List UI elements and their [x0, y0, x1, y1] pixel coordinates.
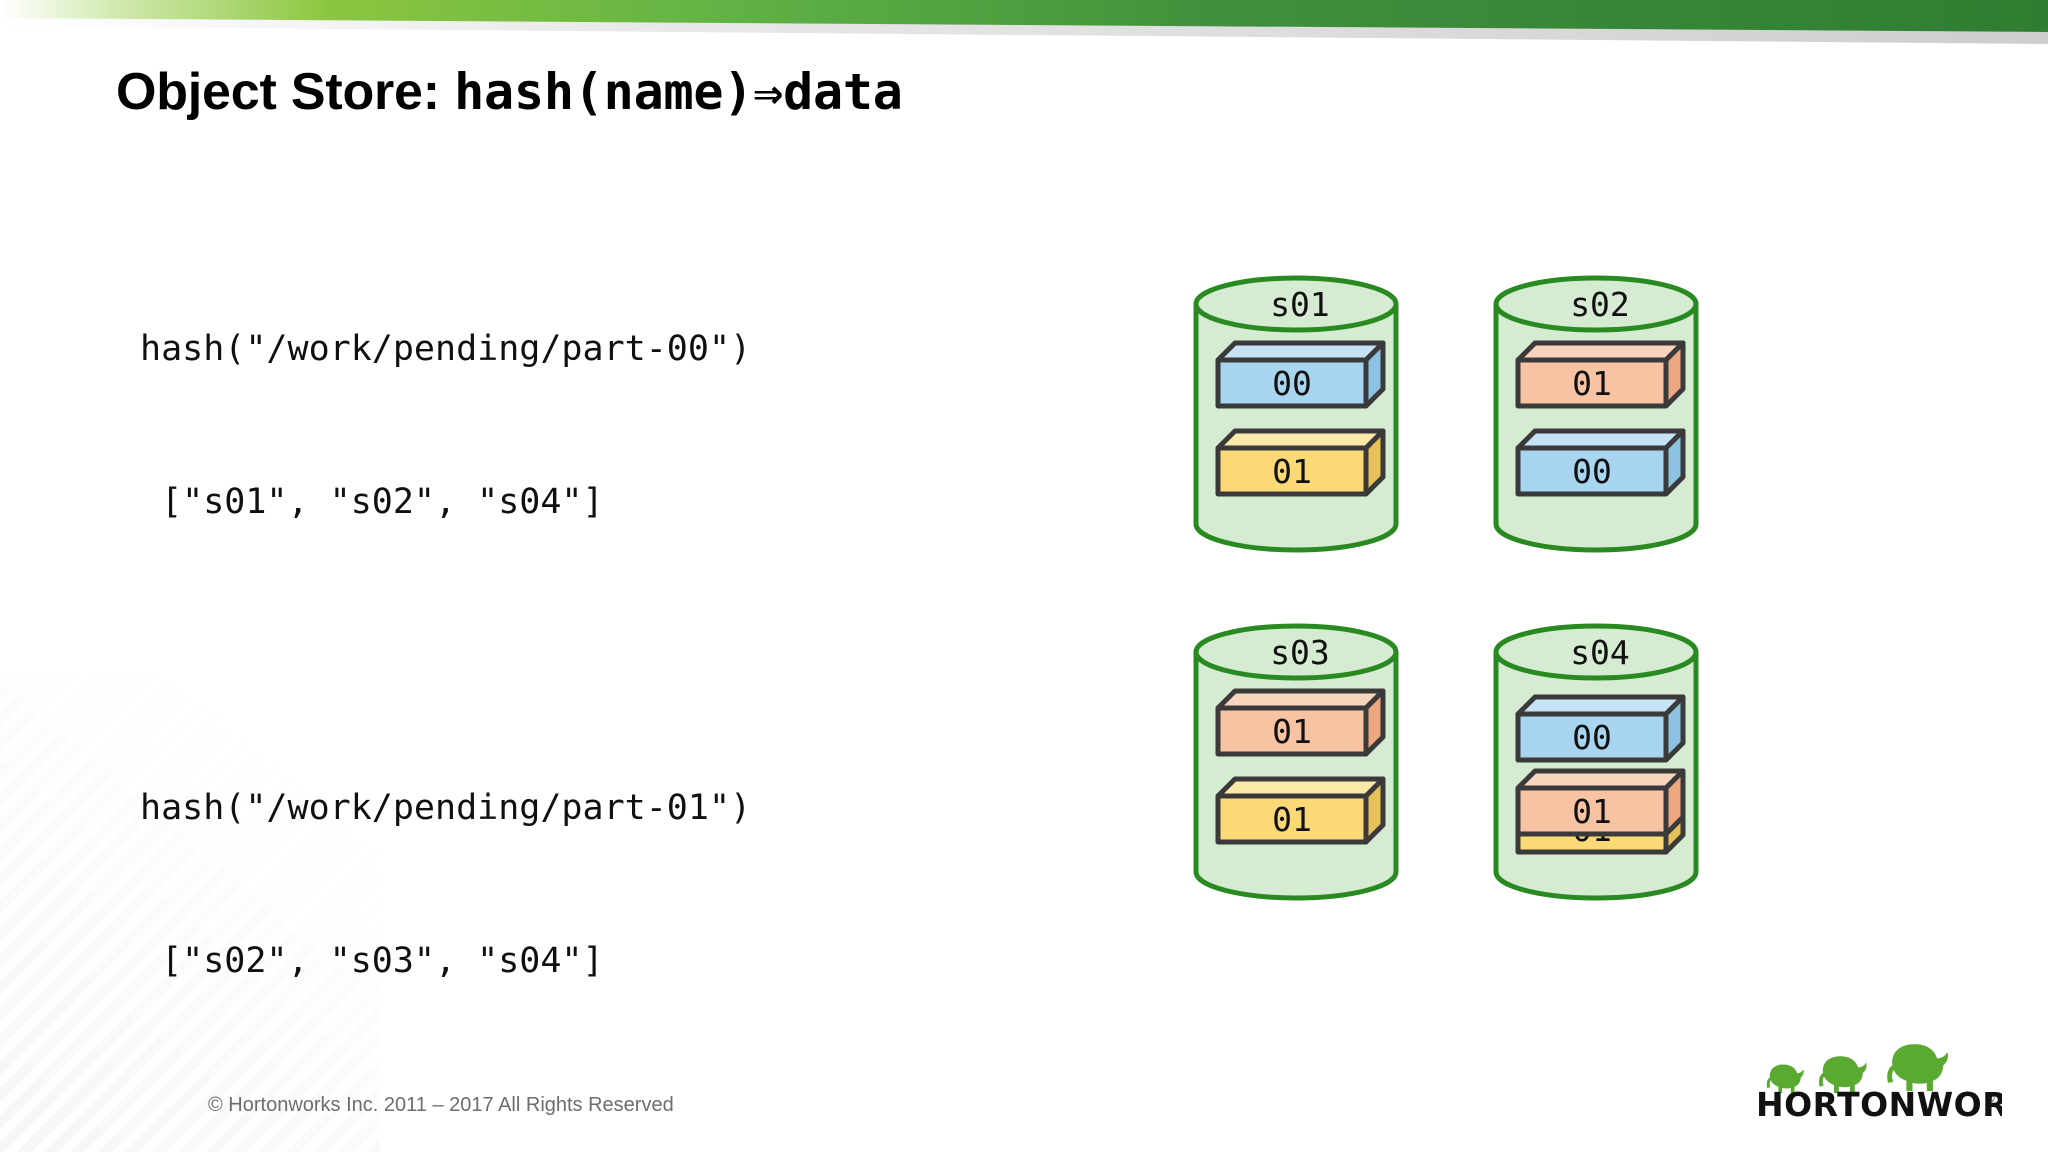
data-block: 00: [1215, 340, 1386, 409]
data-block-label: 01: [1572, 364, 1612, 403]
code-line: hash("/work/pending/part-00"): [140, 329, 752, 369]
code-line: ["s02", "s03", "s04"]: [140, 941, 604, 981]
data-block: 01: [1215, 776, 1386, 845]
page-title: Object Store: hash(name)⇒data: [116, 62, 903, 122]
code-listing: hash("/work/pending/part-00") ["s01", "s…: [140, 222, 793, 1152]
data-block: 01: [1515, 768, 1686, 837]
data-block: 01: [1215, 688, 1386, 757]
page-title-prefix: Object Store:: [116, 63, 455, 121]
storage-node-label: s02: [1570, 285, 1630, 324]
data-block: 01: [1215, 428, 1386, 497]
cylinder-top: [1493, 275, 1699, 333]
cylinder-top: [1193, 275, 1399, 333]
code-line: hash("/work/pending/part-01"): [140, 788, 752, 828]
cylinder-top: [1493, 623, 1699, 681]
storage-node-s01: s01 01 00: [1180, 272, 1439, 560]
page-title-code: hash(name)⇒data: [454, 63, 903, 121]
storage-node-s04: s04010100: [1480, 620, 1739, 908]
data-block: 00: [1515, 428, 1686, 497]
data-block-label: 01: [1272, 712, 1312, 751]
data-block: 01: [1515, 340, 1686, 409]
logo-trademark: ®: [1985, 1092, 1996, 1105]
data-block-label: 01: [1272, 452, 1312, 491]
hortonworks-logo: HORTONWORKS ®: [1752, 1036, 2002, 1122]
data-block-label: 01: [1272, 800, 1312, 839]
logo-wordmark: HORTONWORKS: [1756, 1085, 2002, 1122]
data-block-label: 01: [1572, 792, 1612, 831]
footer-copyright: © Hortonworks Inc. 2011 – 2017 All Right…: [208, 1094, 674, 1116]
cylinder-top: [1193, 623, 1399, 681]
code-line-blank: [140, 630, 793, 681]
data-block-label: 00: [1572, 718, 1612, 757]
data-block-label: 00: [1572, 452, 1612, 491]
storage-node-label: s04: [1570, 633, 1630, 672]
elephant-icon: [1766, 1044, 1949, 1093]
storage-node-label: s01: [1270, 285, 1330, 324]
storage-node-label: s03: [1270, 633, 1330, 672]
data-block: 00: [1515, 694, 1686, 763]
top-green-banner: [0, 0, 2048, 46]
data-block-label: 00: [1272, 364, 1312, 403]
code-line: ["s01", "s02", "s04"]: [140, 482, 604, 522]
storage-node-s03: s03 01 01: [1180, 620, 1439, 908]
storage-node-s02: s02 00 01: [1480, 272, 1739, 560]
